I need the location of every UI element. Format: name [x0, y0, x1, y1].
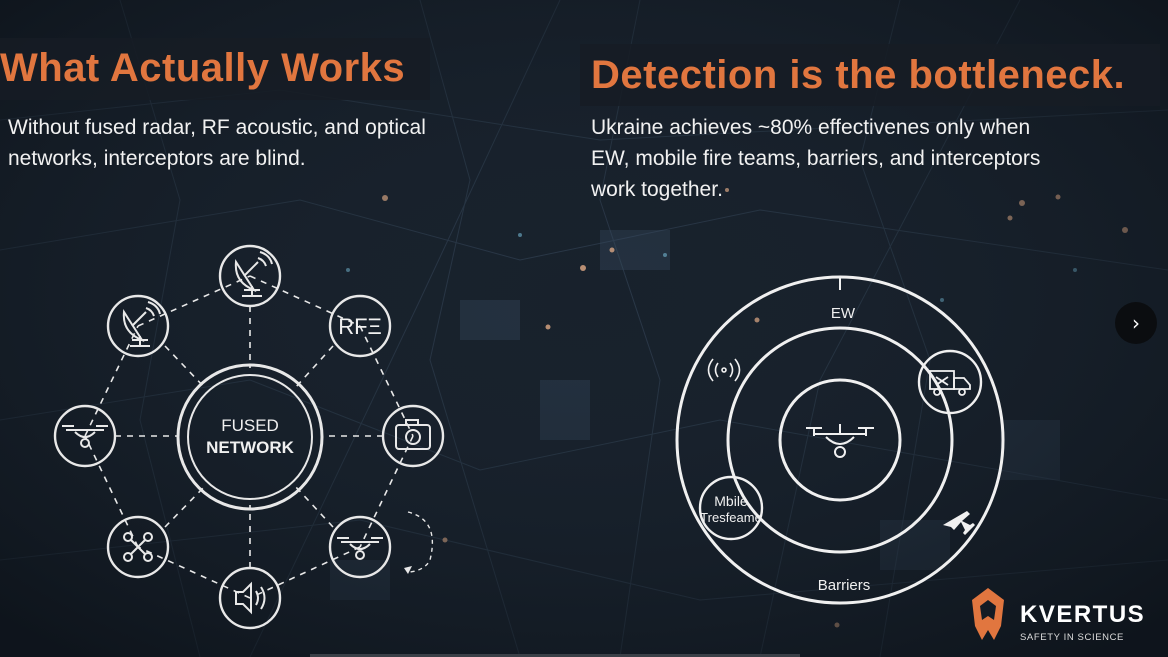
hub-label-line2: NETWORK — [206, 438, 295, 457]
node-camera — [381, 404, 445, 468]
speaker-icon — [235, 581, 266, 615]
right-subtitle-line1: Ukraine achieves ~80% effectivenes only … — [591, 116, 1031, 139]
quadcopter-icon — [123, 532, 153, 562]
node-speaker — [218, 566, 282, 630]
truck-node — [917, 349, 983, 415]
node-drone-left — [53, 404, 117, 468]
node-radar-left — [106, 294, 170, 358]
left-title-band — [0, 38, 430, 100]
drone-icon — [62, 425, 108, 448]
mobile-label-line2: Tresfeame — [700, 510, 762, 525]
rf-node-label: RFΞ — [338, 314, 382, 339]
barriers-label: Barriers — [818, 577, 871, 594]
radar-dish-icon — [234, 251, 273, 297]
camera-icon — [395, 419, 431, 450]
truck-icon — [929, 370, 971, 396]
next-slide-button[interactable]: › — [1115, 302, 1157, 344]
radar-dish-icon — [122, 301, 161, 347]
hub-label-line1: FUSED — [221, 416, 279, 435]
slide-progress-track — [310, 654, 800, 657]
drone-icon — [337, 537, 383, 560]
ew-ring — [726, 326, 954, 554]
rf-signal-icon — [707, 358, 741, 382]
brand-name: KVERTUS — [1020, 601, 1146, 628]
left-title: What Actually Works — [0, 46, 406, 90]
brand-tagline: SAFETY IN SCIENCE — [1020, 632, 1124, 643]
fused-network-hub — [176, 363, 324, 511]
drone-icon — [806, 424, 874, 458]
left-subtitle-line2: networks, interceptors are blind. — [8, 147, 306, 170]
kvertus-logo-icon — [972, 588, 1004, 640]
node-quadcopter — [106, 515, 170, 579]
right-subtitle-line2: EW, mobile fire teams, barriers, and int… — [591, 147, 1041, 170]
mobile-label-line1: Mbile — [714, 493, 748, 509]
airplane-icon — [943, 511, 975, 535]
outer-ring — [675, 275, 1005, 605]
right-title-band — [580, 44, 1160, 106]
ew-label: EW — [831, 305, 856, 322]
node-connections — [84, 275, 414, 599]
node-drone-right — [328, 515, 392, 579]
inner-ring — [778, 378, 902, 502]
mobile-fire-team-node — [698, 475, 764, 541]
node-rf — [328, 294, 392, 358]
right-subtitle-line3: work together. — [591, 178, 723, 201]
node-radar-top — [218, 244, 282, 308]
right-title: Detection is the bottleneck. — [591, 53, 1126, 97]
cycle-arrow-icon — [407, 511, 434, 573]
left-subtitle-line1: Without fused radar, RF acoustic, and op… — [8, 116, 426, 139]
